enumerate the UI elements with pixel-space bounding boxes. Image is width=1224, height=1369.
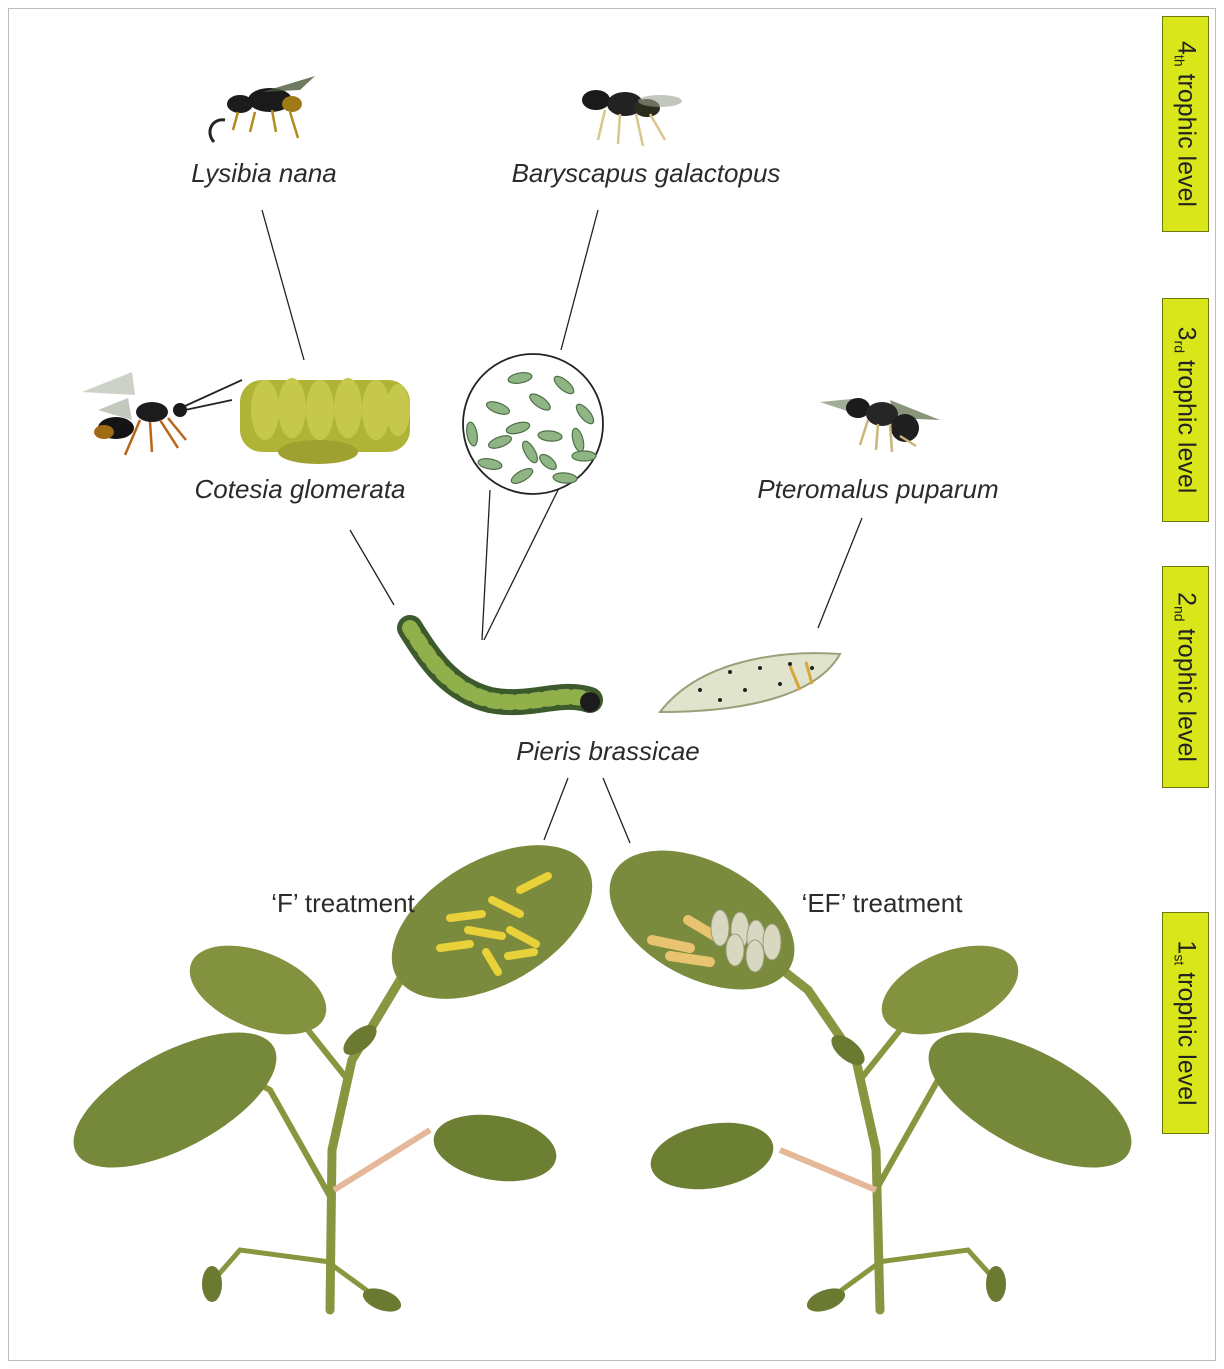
link-baryscapus-parasitoids — [561, 210, 598, 350]
trophic-level-4-number: 4 — [1172, 41, 1200, 55]
trophic-level-3-text: trophic level — [1172, 360, 1200, 493]
trophic-level-4-text: trophic level — [1172, 74, 1200, 207]
link-pieris-ef-plant — [603, 778, 630, 843]
trophic-level-1-suffix: st — [1171, 954, 1187, 965]
trophic-level-1-number: 1 — [1172, 940, 1200, 954]
ef-treatment-label: ‘EF’ treatment — [802, 888, 963, 919]
link-pieris-f-plant — [544, 778, 568, 840]
trophic-level-2-text: trophic level — [1172, 629, 1200, 762]
trophic-level-3-number: 3 — [1172, 327, 1200, 341]
cotesia-glomerata-label: Cotesia glomerata — [195, 474, 406, 505]
trophic-level-3-suffix: rd — [1171, 341, 1187, 353]
link-cotesia-pieris — [350, 530, 394, 605]
trophic-level-2-box: 2nd trophic level — [1162, 566, 1209, 788]
pieris-pupa-image — [660, 653, 840, 712]
zoom-line-left — [482, 490, 490, 640]
trophic-level-1-text: trophic level — [1172, 972, 1200, 1105]
trophic-level-2-suffix: nd — [1171, 606, 1187, 622]
lysibia-nana-label: Lysibia nana — [191, 158, 337, 189]
trophic-level-3-box: 3rd trophic level — [1162, 298, 1209, 522]
cotesia-wasp-image — [82, 372, 242, 455]
baryscapus-wasp-image — [582, 90, 682, 146]
baryscapus-larvae-zoom — [463, 354, 603, 494]
pteromalus-wasp-image — [820, 398, 940, 452]
pieris-caterpillar-image — [410, 628, 600, 712]
f-treatment-label: ‘F’ treatment — [271, 888, 415, 919]
cotesia-cocoons-image — [240, 378, 410, 464]
pteromalus-puparum-label: Pteromalus puparum — [757, 474, 998, 505]
trophic-level-4-box: 4th trophic level — [1162, 16, 1209, 232]
link-lysibia-cotesia — [262, 210, 304, 360]
zoom-line-right — [484, 486, 560, 640]
baryscapus-galactopus-label: Baryscapus galactopus — [512, 158, 781, 189]
trophic-level-4-suffix: th — [1171, 55, 1187, 67]
pieris-brassicae-label: Pieris brassicae — [516, 736, 700, 767]
link-pteromalus-pupa — [818, 518, 862, 628]
trophic-level-2-number: 2 — [1172, 592, 1200, 606]
lysibia-wasp-image — [210, 76, 315, 142]
trophic-level-1-box: 1st trophic level — [1162, 912, 1209, 1134]
